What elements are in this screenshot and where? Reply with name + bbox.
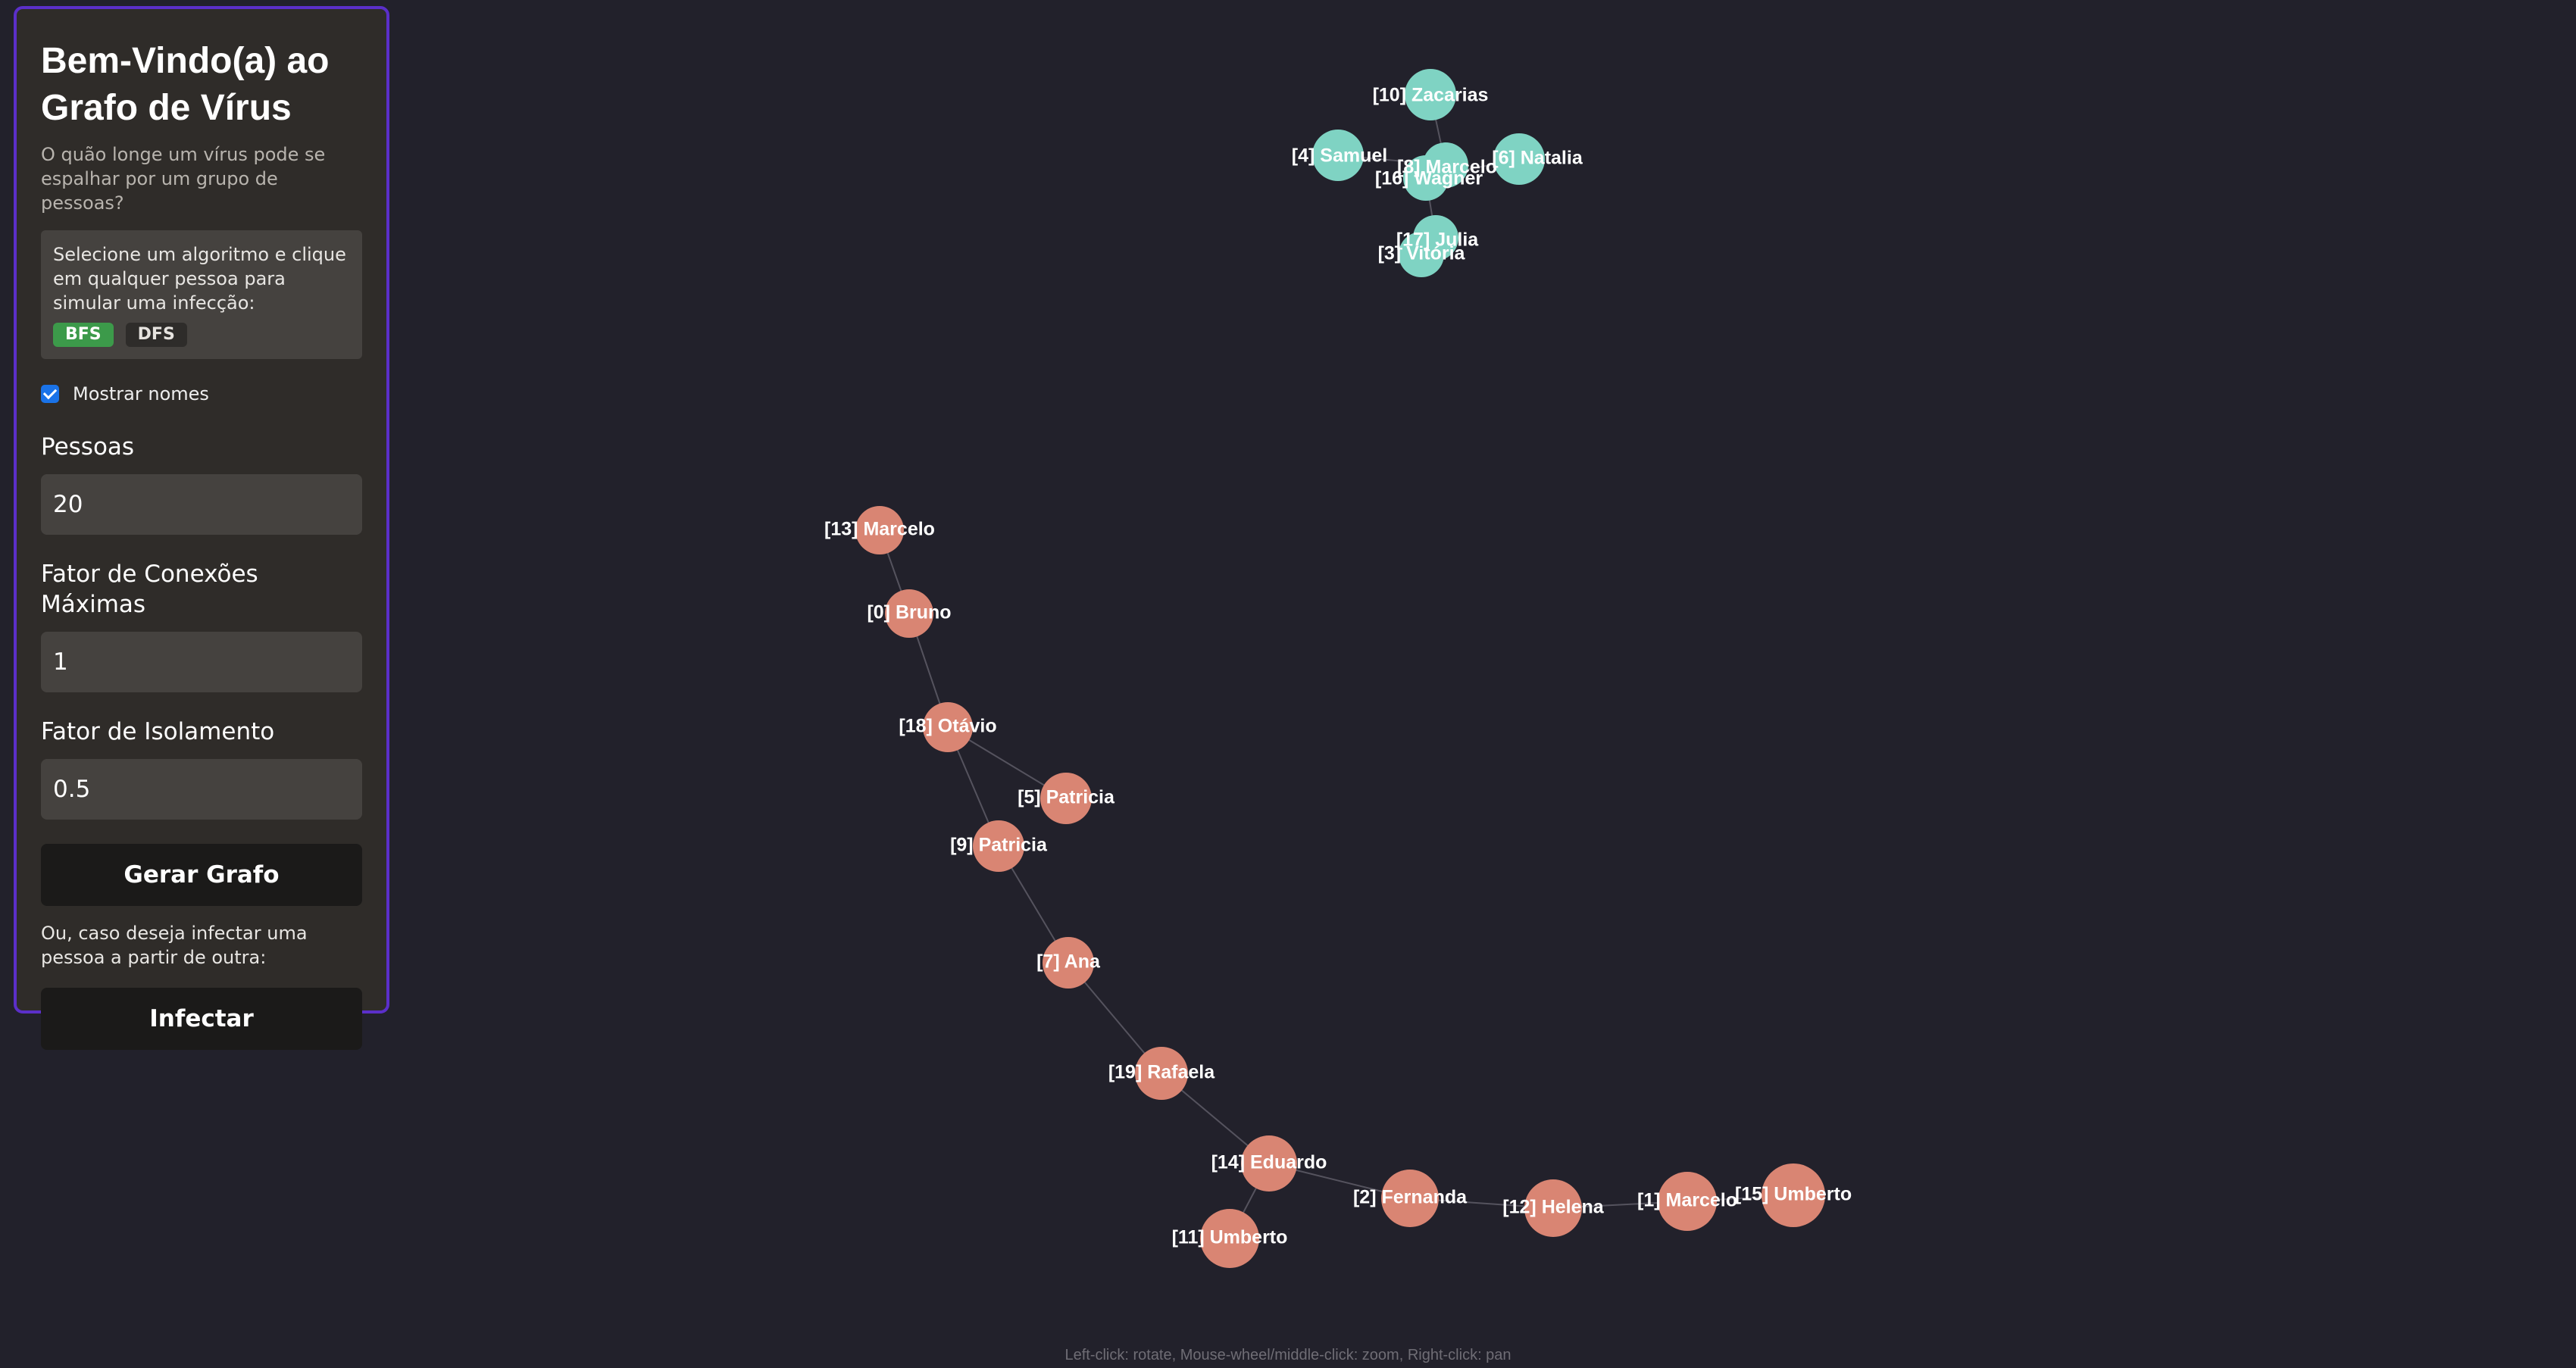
graph-node-label: [11] Umberto (1172, 1227, 1288, 1248)
pessoas-input[interactable]: 20 (41, 474, 362, 535)
isolamento-input[interactable]: 0.5 (41, 759, 362, 820)
algorithm-dfs-button[interactable]: DFS (125, 323, 187, 347)
panel-subtitle: O quão longe um vírus pode se espalhar p… (41, 144, 326, 214)
algorithm-info-text: Selecione um algoritmo e clique em qualq… (53, 244, 346, 314)
graph-node-label: [3] Vitória (1378, 243, 1466, 264)
generate-graph-button[interactable]: Gerar Grafo (41, 844, 362, 906)
graph-node[interactable] (1381, 1170, 1439, 1227)
isolamento-label: Fator de Isolamento (41, 718, 275, 745)
graph-node[interactable] (923, 702, 973, 752)
graph-node-label: [1] Marcelo (1637, 1190, 1737, 1211)
algorithm-selector: BFS DFS (53, 323, 350, 347)
graph-node-label: [19] Rafaela (1108, 1062, 1215, 1083)
graph-node[interactable] (1399, 232, 1444, 277)
graph-node-label: [5] Patricia (1018, 787, 1115, 808)
graph-node-label: [12] Helena (1502, 1197, 1604, 1218)
graph-node[interactable] (1200, 1209, 1259, 1268)
graph-node[interactable] (1040, 773, 1092, 824)
show-names-label: Mostrar nomes (73, 383, 209, 404)
graph-node[interactable] (1493, 133, 1545, 185)
graph-node-label: [8] Marcelo (1397, 157, 1497, 178)
panel-title: Bem-Vindo(a) ao Grafo de Vírus (41, 41, 330, 128)
control-panel: Bem-Vindo(a) ao Grafo de Vírus O quão lo… (14, 6, 389, 1050)
graph-node[interactable] (1043, 937, 1094, 989)
graph-node-label: [17] Julia (1396, 230, 1479, 251)
graph-node-label: [10] Zacarias (1373, 85, 1489, 106)
conexoes-input[interactable]: 1 (41, 632, 362, 692)
graph-node[interactable] (1658, 1172, 1717, 1231)
graph-node[interactable] (1524, 1179, 1582, 1237)
infect-button[interactable]: Infectar (41, 988, 362, 1050)
graph-node-label: [0] Bruno (867, 602, 951, 623)
graph-node[interactable] (973, 820, 1024, 872)
controls-hint: Left-click: rotate, Mouse-wheel/middle-c… (1064, 1347, 1512, 1363)
graph-edges (879, 94, 1794, 1239)
graph-node[interactable] (1762, 1163, 1825, 1227)
algorithm-bfs-button[interactable]: BFS (53, 323, 114, 347)
graph-node-label: [14] Eduardo (1211, 1152, 1327, 1173)
graph-node[interactable] (1405, 69, 1456, 120)
graph-node-label: [15] Umberto (1735, 1184, 1852, 1205)
graph-node-label: [4] Samuel (1292, 145, 1387, 167)
graph-node[interactable] (1241, 1135, 1297, 1192)
graph-node[interactable] (855, 506, 904, 554)
graph-node-label: [13] Marcelo (824, 519, 935, 540)
graph-node-label: [9] Patricia (950, 835, 1048, 856)
pessoas-label: Pessoas (41, 433, 135, 461)
graph-node-label: [2] Fernanda (1353, 1187, 1468, 1208)
show-names-checkbox[interactable] (41, 385, 59, 403)
graph-node-label: [16] Wagner (1375, 168, 1483, 189)
conexoes-label: Fator de Conexões Máximas (41, 561, 258, 618)
graph-node[interactable] (885, 589, 933, 638)
graph-node-label: [7] Ana (1036, 951, 1101, 973)
infect-from-text: Ou, caso deseja infectar uma pessoa a pa… (41, 923, 308, 968)
graph-node-label: [6] Natalia (1492, 148, 1583, 169)
algorithm-info-box: Selecione um algoritmo e clique em qualq… (41, 230, 362, 359)
graph-node[interactable] (1312, 130, 1364, 181)
graph-node-label: [18] Otávio (899, 716, 996, 737)
graph-nodes: [10] Zacarias [4] Samuel [8] Marcelo[16] W… (824, 69, 1852, 1268)
show-names-row: Mostrar nomes (41, 383, 362, 404)
graph-node[interactable] (1135, 1047, 1188, 1100)
graph-node[interactable] (1403, 155, 1449, 201)
